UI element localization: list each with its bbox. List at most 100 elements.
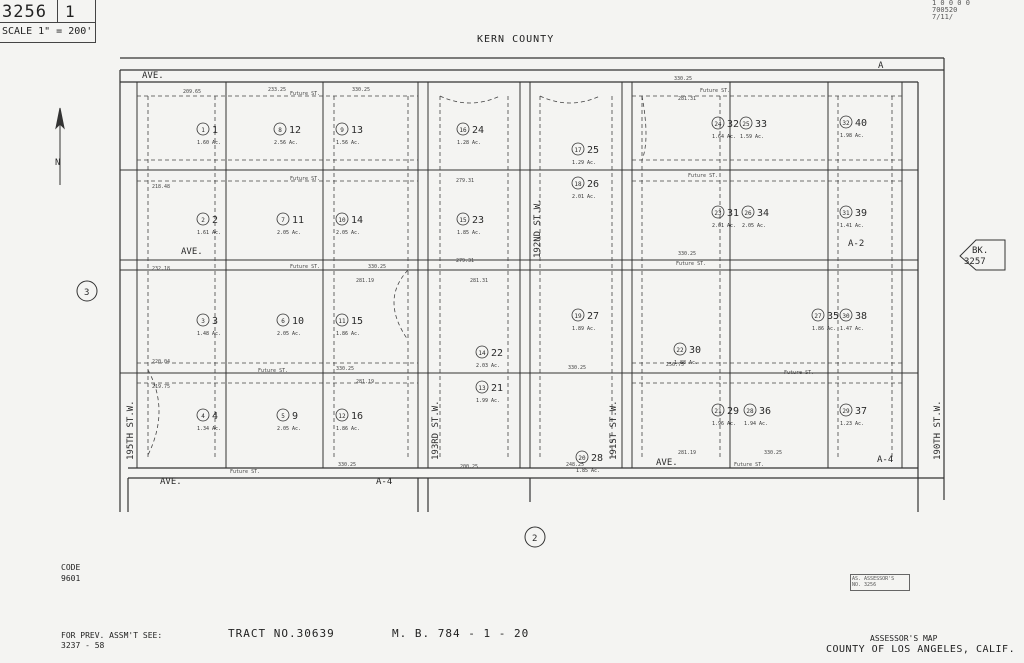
- dimension-label: 330.25: [352, 87, 370, 93]
- parcel-acreage: 2.05 Ac.: [277, 331, 301, 337]
- parcel-number: 15: [351, 316, 363, 327]
- parcel-circle-number: 7: [281, 217, 285, 224]
- parcel-acreage: 2.03 Ac.: [476, 363, 500, 369]
- parcel-acreage: 2.56 Ac.: [274, 140, 298, 146]
- parcel-number: 13: [351, 125, 363, 136]
- future-street-lines: [137, 95, 902, 460]
- top-a-label: A: [878, 61, 884, 71]
- parcel: 28 36 1.94 Ac.: [743, 403, 771, 427]
- dimension-label: 279.31: [456, 178, 474, 184]
- parcel-circle: [335, 212, 349, 226]
- parcel-number: 32: [727, 119, 739, 130]
- parcel-circle-number: 29: [842, 408, 850, 415]
- parcel-circle-number: 30: [842, 313, 850, 320]
- parcel-number: 23: [472, 215, 484, 226]
- neighbor-map-left-circle: [76, 280, 98, 302]
- dimension-label: 281.19: [356, 278, 374, 284]
- parcel-acreage: 1.94 Ac.: [744, 421, 768, 427]
- parcel-circle: [741, 205, 755, 219]
- parcel-circle: [335, 313, 349, 327]
- parcel-circle-number: 32: [842, 120, 850, 127]
- parcel-circle-number: 13: [478, 385, 486, 392]
- prev-assessment-label: FOR PREV. ASSM'T SEE:: [61, 631, 163, 640]
- dimension-label: 279.31: [456, 258, 474, 264]
- parcel-circle: [456, 212, 470, 226]
- top-ave-label: AVE.: [142, 71, 164, 81]
- dimension-label: 281.19: [678, 450, 696, 456]
- parcel-circle: [276, 313, 290, 327]
- parcel-circle: [475, 380, 489, 394]
- parcel-circle-number: 10: [338, 217, 346, 224]
- future-st-label: Future ST.: [290, 91, 320, 97]
- map-book-reference: M. B. 784 - 1 - 20: [392, 627, 530, 640]
- county-label: COUNTY OF LOS ANGELES, CALIF.: [826, 644, 1016, 655]
- bottom-ave-left-label: AVE.: [160, 477, 182, 487]
- parcel-number: 40: [855, 118, 867, 129]
- parcel-number: 36: [759, 406, 771, 417]
- parcel-circle-number: 22: [676, 347, 684, 354]
- parcel-circle: [196, 408, 210, 422]
- parcel-number: 9: [292, 411, 298, 422]
- neighbor-book-number: 3257: [964, 257, 986, 267]
- parcel-circle: [276, 212, 290, 226]
- parcel-acreage: 1.99 Ac.: [476, 398, 500, 404]
- parcel-circle-number: 28: [746, 408, 754, 415]
- parcel-circle-number: 21: [714, 408, 722, 415]
- bottom-ave-right-label: AVE.: [656, 458, 678, 468]
- stamp-line: 7/11/: [932, 13, 954, 21]
- st-195-label: 195TH ST.W.: [126, 400, 136, 460]
- parcel-circle: [739, 116, 753, 130]
- parcel-acreage: 1.29 Ac.: [572, 160, 596, 166]
- dimension-label: 281.19: [356, 379, 374, 385]
- parcel-number: 14: [351, 215, 363, 226]
- stamp-line: 1 0 0 0 0: [932, 0, 970, 7]
- parcel-circle: [456, 122, 470, 136]
- parcel-circle: [711, 205, 725, 219]
- header-divider: [57, 0, 58, 22]
- map-boundary: [119, 57, 945, 512]
- prev-assessment-block: FOR PREV. ASSM'T SEE: 3237 - 58: [61, 631, 162, 651]
- parcel-acreage: 1.64 Ac.: [712, 134, 736, 140]
- parcel-circle: [711, 116, 725, 130]
- parcel-circle-number: 6: [281, 318, 285, 325]
- dimension-label: 330.25: [368, 264, 386, 270]
- code-label: CODE: [61, 563, 81, 572]
- mid-a2-label: A-2: [848, 239, 864, 249]
- mid-ave-label: AVE.: [181, 247, 203, 257]
- parcel-circle: [575, 450, 589, 464]
- page-number: 1: [65, 2, 75, 21]
- parcel-number: 1: [212, 125, 218, 136]
- corner-stamp: 1 0 0 0 0 700520 7/11/: [932, 0, 970, 21]
- parcel-number: 30: [689, 345, 701, 356]
- parcel-number: 21: [491, 383, 503, 394]
- dimension-label: 256.75: [666, 362, 684, 368]
- parcel-acreage: 1.96 Ac.: [712, 421, 736, 427]
- dimension-label: 220.04: [152, 359, 170, 365]
- dimension-label: 330.25: [678, 251, 696, 257]
- bottom-a4-left-label: A-4: [376, 477, 392, 487]
- parcel-circle-number: 16: [459, 127, 467, 134]
- dimension-labels: 209.65 233.25 330.25 330.25 281.31 330.2…: [152, 76, 782, 470]
- parcel-number: 12: [289, 125, 301, 136]
- parcel-circle-number: 9: [340, 127, 344, 134]
- dimension-label: 330.25: [338, 462, 356, 468]
- parcel-acreage: 1.88 Ac.: [674, 360, 698, 366]
- parcel: 22 30 1.88 Ac.: [673, 342, 701, 366]
- future-st-label: Future ST.: [258, 368, 288, 374]
- future-st-label: Future ST.: [676, 261, 706, 267]
- parcel: 13 21 1.99 Ac.: [475, 380, 503, 404]
